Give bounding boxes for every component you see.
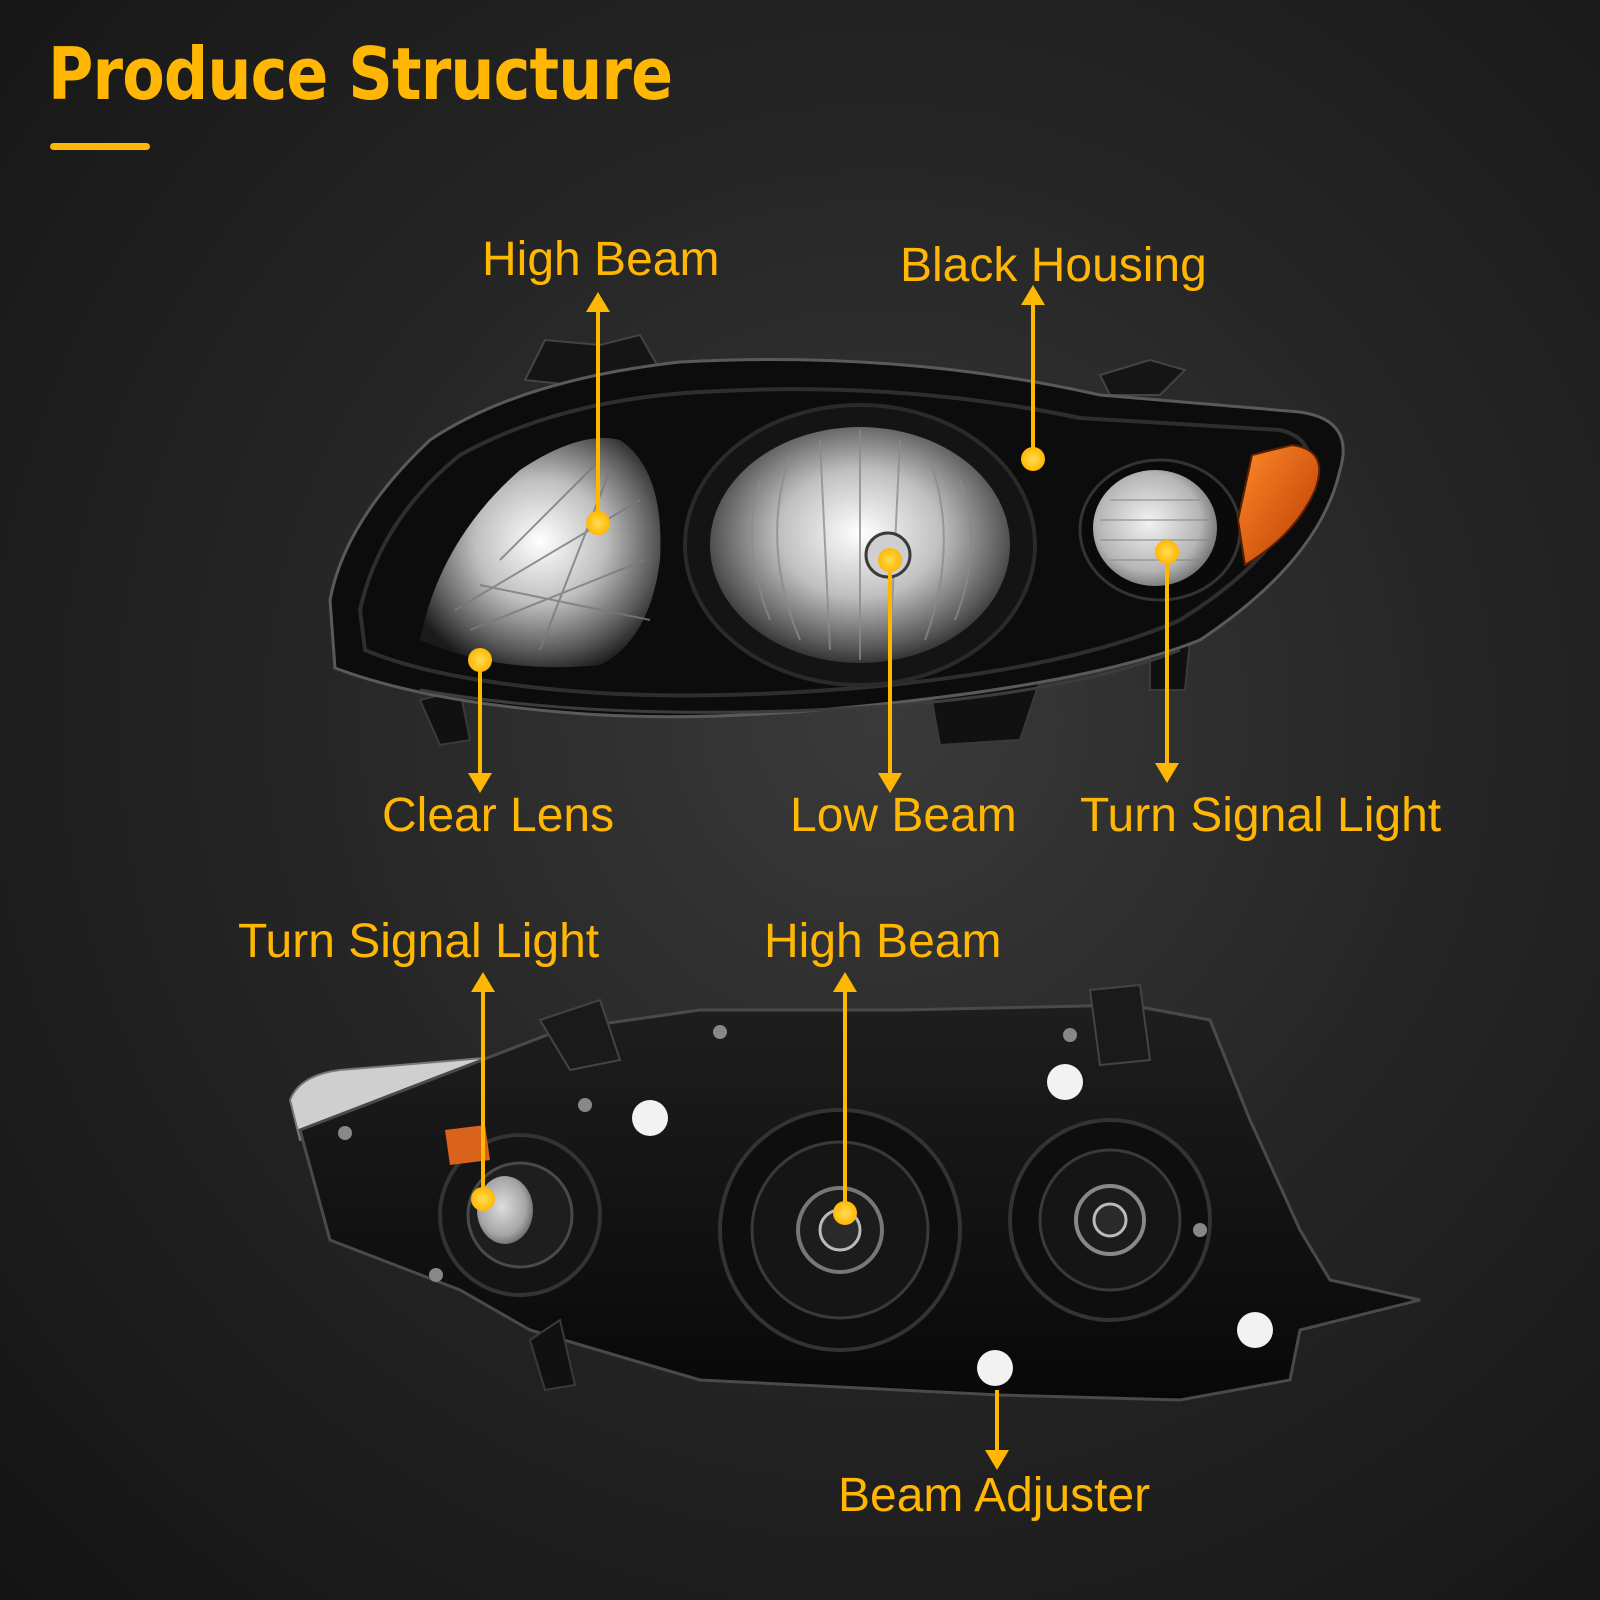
label-back-turn-signal-light: Turn Signal Light [238,915,600,968]
back-headlight [288,983,1421,1402]
page-title: Produce Structure [48,32,673,116]
label-front-turn-signal-light: Turn Signal Light [1080,789,1442,842]
label-front-high-beam: High Beam [482,233,720,286]
label-back-high-beam: High Beam [764,915,1002,968]
label-beam-adjuster: Beam Adjuster [838,1469,1151,1522]
callout-arrows [468,285,1179,1470]
title-underline [50,143,150,150]
label-clear-lens: Clear Lens [382,789,615,842]
front-headlight [328,333,1345,747]
label-low-beam: Low Beam [790,789,1017,842]
label-black-housing: Black Housing [900,239,1207,292]
